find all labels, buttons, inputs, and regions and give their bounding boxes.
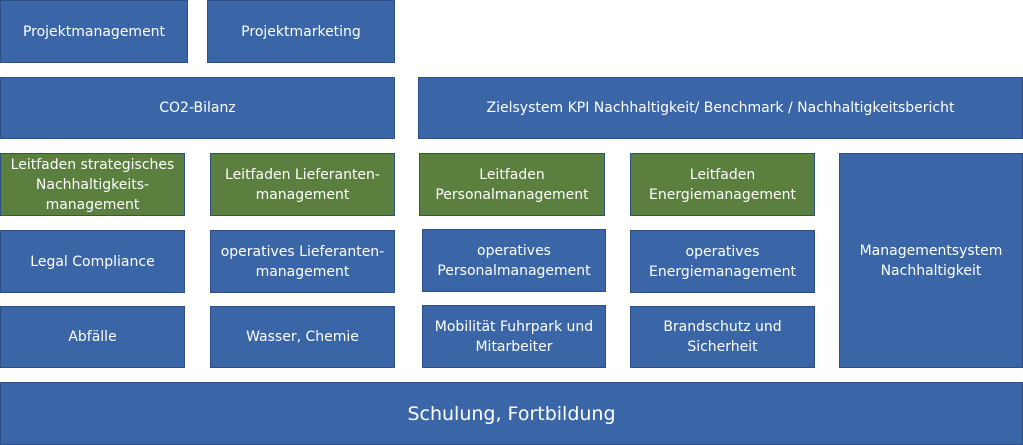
- box-managementsystem: Managementsystem Nachhaltigkeit: [839, 153, 1023, 368]
- box-co2-bilanz: CO2-Bilanz: [0, 77, 395, 139]
- box-leitfaden-energie: Leitfaden Energiemanagement: [630, 153, 815, 216]
- box-leitfaden-lieferanten: Leitfaden Lieferanten- management: [210, 153, 395, 216]
- box-projektmanagement: Projektmanagement: [0, 0, 188, 63]
- box-schulung: Schulung, Fortbildung: [0, 382, 1023, 445]
- box-leitfaden-personal: Leitfaden Personalmanagement: [419, 153, 605, 216]
- box-projektmarketing: Projektmarketing: [207, 0, 395, 63]
- box-abfaelle: Abfälle: [0, 306, 185, 368]
- box-operatives-personal: operatives Personalmanagement: [422, 229, 606, 292]
- box-zielsystem: Zielsystem KPI Nachhaltigkeit/ Benchmark…: [418, 77, 1023, 139]
- box-operatives-lieferanten: operatives Lieferanten- management: [210, 230, 395, 293]
- box-mobilitaet: Mobilität Fuhrpark und Mitarbeiter: [422, 305, 606, 368]
- box-wasser-chemie: Wasser, Chemie: [210, 306, 395, 368]
- box-operatives-energie: operatives Energiemanagement: [630, 230, 815, 293]
- box-legal-compliance: Legal Compliance: [0, 230, 185, 293]
- box-leitfaden-strategisch: Leitfaden strategisches Nachhaltigkeits-…: [0, 153, 185, 216]
- box-brandschutz: Brandschutz und Sicherheit: [630, 306, 815, 368]
